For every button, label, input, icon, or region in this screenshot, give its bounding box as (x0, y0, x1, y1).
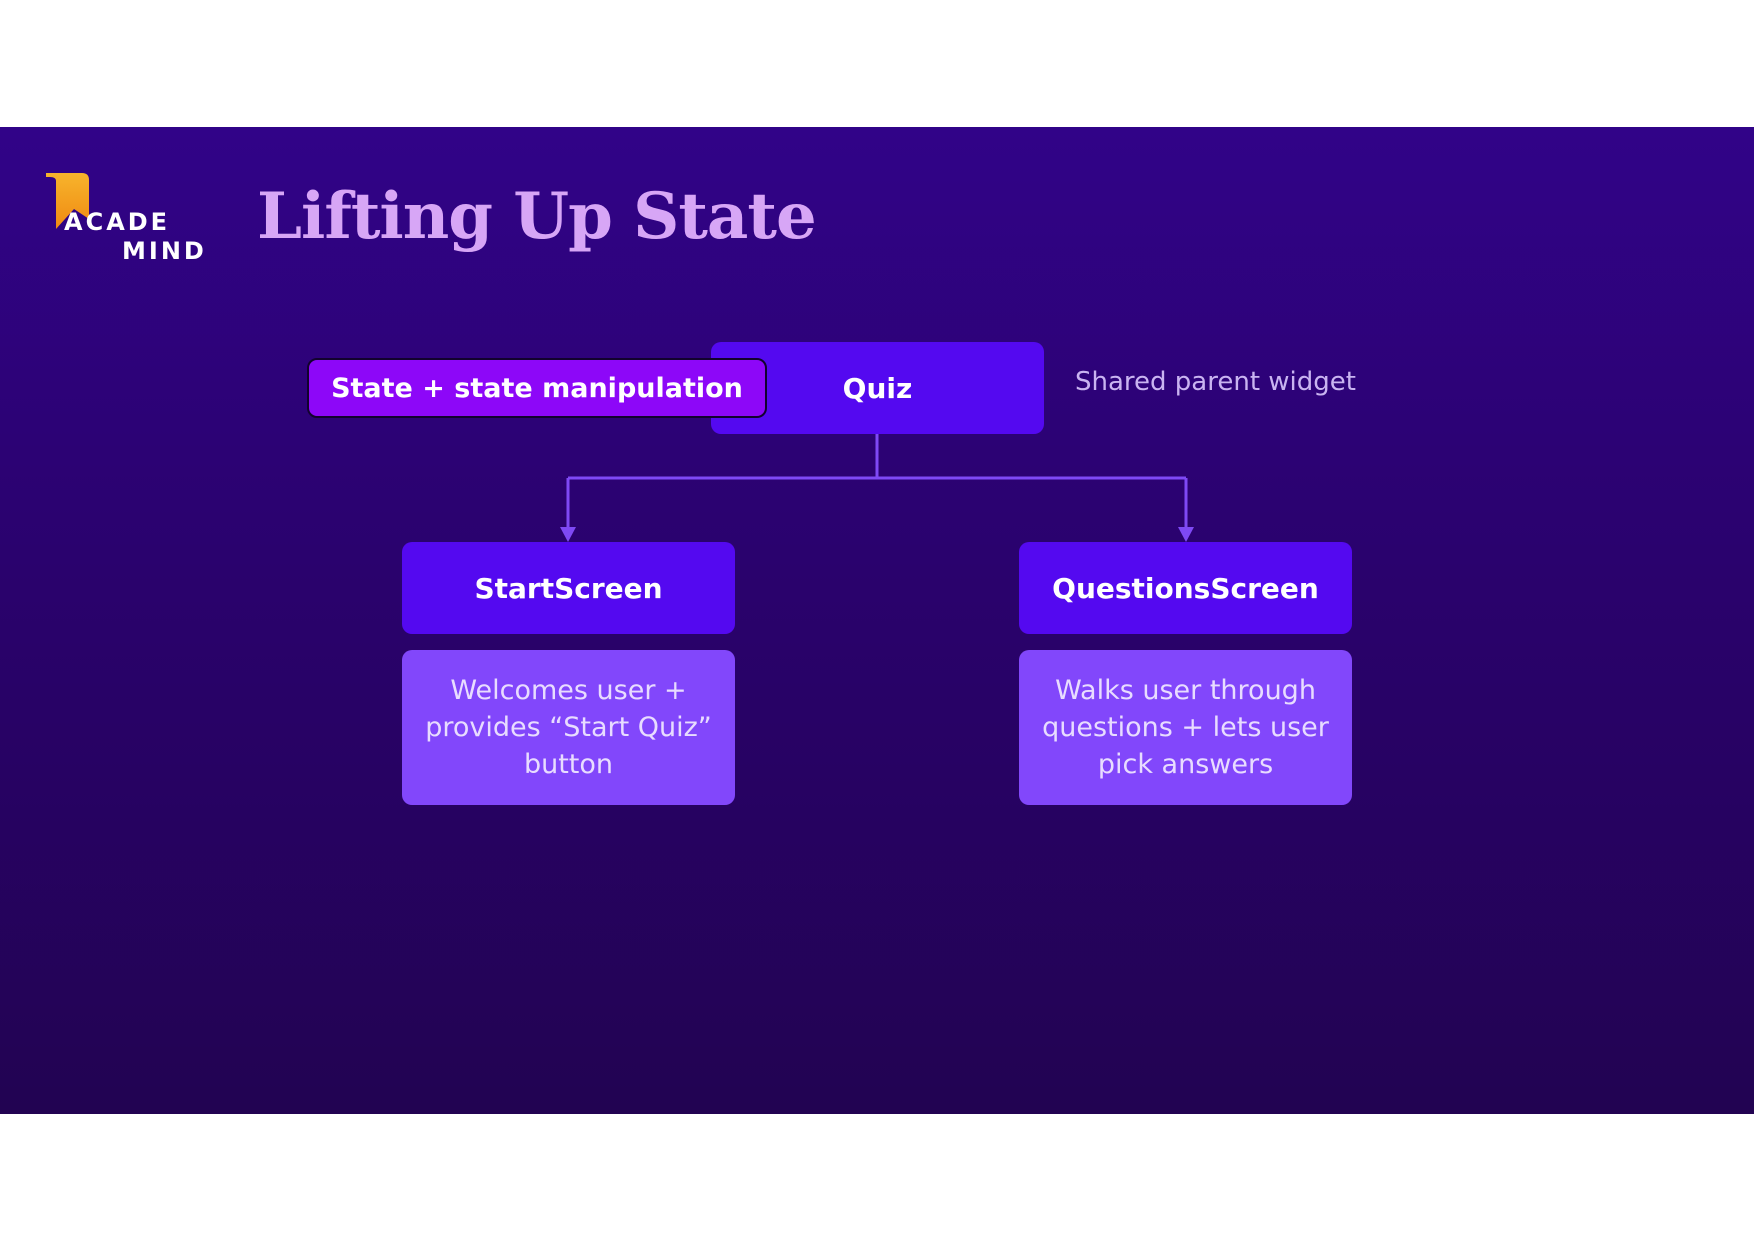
state-badge: State + state manipulation (307, 358, 767, 418)
startscreen-description-text: Welcomes user + provides “Start Quiz” bu… (425, 675, 712, 780)
academind-bookmark-icon (46, 173, 89, 229)
logo-text-line-1: ACADE (64, 208, 171, 236)
questionsscreen-node-label: QuestionsScreen (1052, 571, 1319, 605)
startscreen-node: StartScreen (402, 542, 735, 634)
logo-text-line-2: MIND (122, 237, 207, 265)
arrowhead-questionsscreen (1178, 527, 1194, 542)
questionsscreen-description-text: Walks user through questions + lets user… (1042, 675, 1329, 780)
startscreen-description: Welcomes user + provides “Start Quiz” bu… (402, 650, 735, 805)
quiz-node-label: Quiz (842, 371, 913, 405)
academind-logo: ACADE MIND (44, 171, 214, 271)
questionsscreen-node: QuestionsScreen (1019, 542, 1352, 634)
arrowhead-startscreen (560, 527, 576, 542)
startscreen-node-label: StartScreen (474, 571, 663, 605)
shared-parent-note: Shared parent widget (1075, 367, 1356, 397)
slide: ACADE MIND Lifting Up State Quiz State +… (0, 127, 1754, 1114)
questionsscreen-description: Walks user through questions + lets user… (1019, 650, 1352, 805)
slide-title: Lifting Up State (257, 179, 817, 254)
connector-lines (560, 434, 1194, 542)
